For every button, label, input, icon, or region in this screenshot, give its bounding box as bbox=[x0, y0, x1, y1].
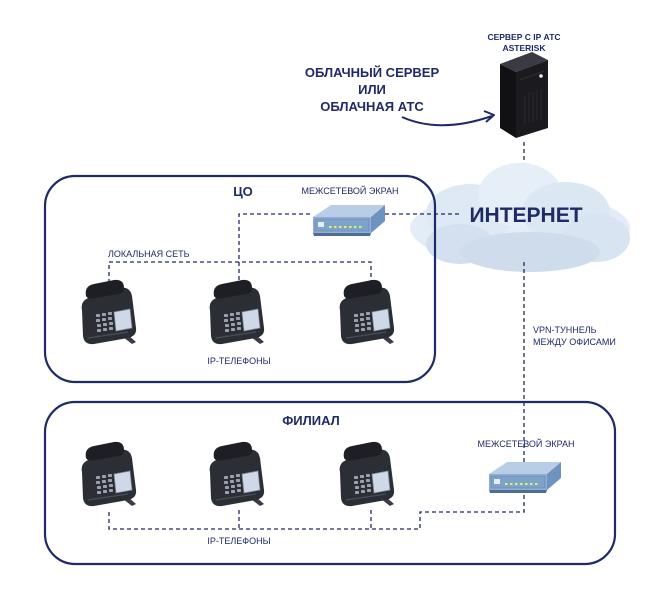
branch-network-links bbox=[108, 495, 525, 530]
branch-firewall-icon bbox=[488, 461, 562, 494]
branch-phone-icon-1 bbox=[80, 441, 137, 507]
hq-network-links bbox=[108, 213, 460, 294]
vpn-label-line1: VPN-ТУННЕЛЬ bbox=[533, 325, 597, 335]
hq-title: ЦО bbox=[233, 184, 253, 199]
lan-label: ЛОКАЛЬНАЯ СЕТЬ bbox=[108, 249, 190, 259]
hq-firewall-icon bbox=[312, 204, 386, 237]
server-title-line1: СЕРВЕР С IP АТС bbox=[487, 32, 560, 42]
hq-firewall-label: МЕЖСЕТЕВОЙ ЭКРАН bbox=[301, 185, 398, 196]
internet-label: ИНТЕРНЕТ bbox=[469, 204, 582, 227]
server-tower-icon bbox=[500, 52, 548, 138]
cloud-label-line1: ОБЛАЧНЫЙ СЕРВЕР bbox=[305, 65, 440, 80]
cloud-server-arrow bbox=[401, 115, 493, 127]
vpn-label-line2: МЕЖДУ ОФИСАМИ bbox=[533, 337, 616, 347]
branch-phone-icon-2 bbox=[209, 441, 265, 507]
branch-phone-icon-3 bbox=[339, 441, 395, 507]
branch-title: ФИЛИАЛ bbox=[282, 413, 340, 428]
server-title-line2: ASTERISK bbox=[503, 43, 547, 53]
hq-office-box bbox=[43, 174, 437, 384]
branch-firewall-label: МЕЖСЕТЕВОЙ ЭКРАН bbox=[477, 438, 574, 449]
branch-phones-label: IP-ТЕЛЕФОНЫ bbox=[207, 536, 270, 546]
hq-phone-icon-3 bbox=[339, 279, 395, 345]
cloud-label-line2: ИЛИ bbox=[358, 82, 386, 97]
cloud-label-line3: ОБЛАЧНАЯ АТС bbox=[320, 99, 424, 114]
hq-phone-icon-1 bbox=[80, 279, 137, 345]
hq-phone-icon-2 bbox=[209, 279, 265, 345]
cloud-icon bbox=[410, 163, 630, 272]
hq-phones-label: IP-ТЕЛЕФОНЫ bbox=[207, 356, 270, 366]
branch-office-box bbox=[43, 400, 617, 566]
